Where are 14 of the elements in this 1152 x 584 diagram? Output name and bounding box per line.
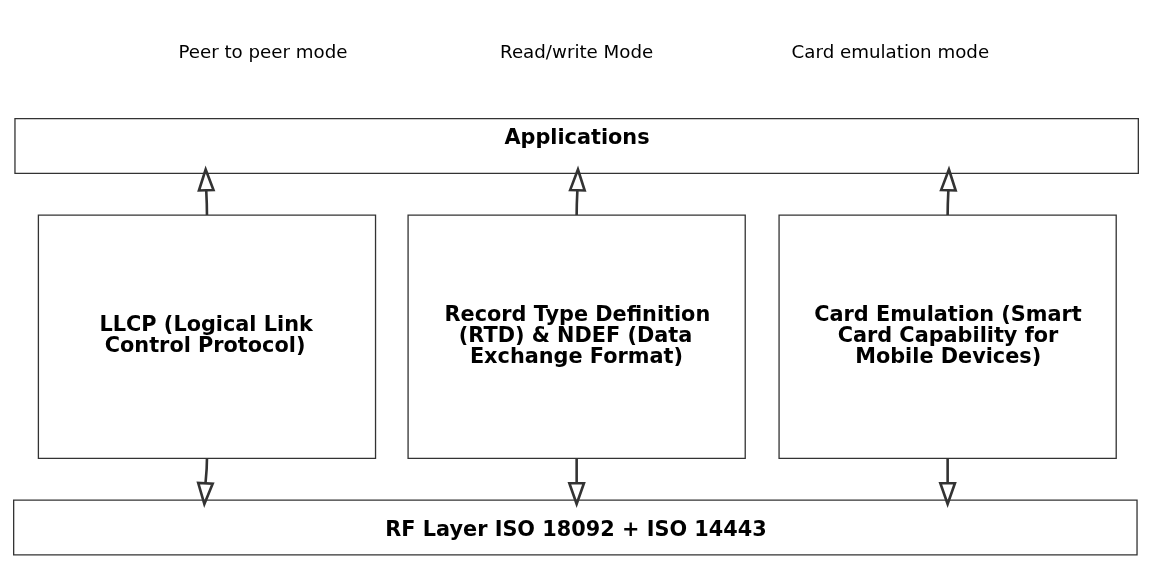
arrow (939, 165, 958, 215)
node-box: Record Type Definition (RTD) & NDEF (Data Exchange Format) (407, 213, 746, 459)
node-box: RF Layer ISO 18092 + ISO 14443 (13, 498, 1138, 555)
node-box: Card Emulation (Smart Card Capability for Mobile Devices) (778, 213, 1117, 459)
arrow (568, 165, 587, 215)
node-box: LLCP (Logical Link Control Protocol) (37, 213, 377, 459)
arrow (567, 457, 586, 508)
label: Read/write Mode (500, 40, 654, 62)
node-box: Applications (14, 117, 1139, 174)
label: Card emulation mode (791, 40, 990, 62)
arrow (196, 457, 215, 508)
arrow (938, 457, 957, 508)
arrow (197, 165, 216, 215)
label: Peer to peer mode (178, 40, 348, 62)
